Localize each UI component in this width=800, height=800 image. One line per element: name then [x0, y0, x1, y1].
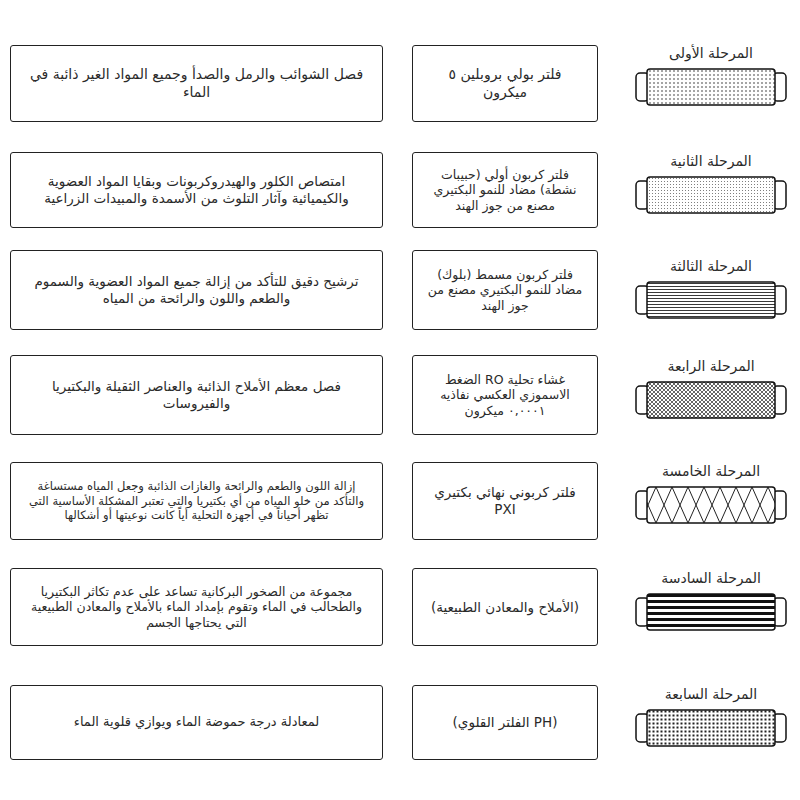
stage-label: المرحلة الثالثة	[670, 258, 752, 274]
description-box: إزالة اللون والطعم والرائحة والغازات الذ…	[10, 462, 383, 540]
stage-label: المرحلة الخامسة	[662, 463, 760, 479]
filter-description: امتصاص الكلور والهيدروكربونات وبقايا الم…	[23, 173, 370, 207]
filter-name: (الأملاح والمعادن الطبيعية)	[431, 599, 579, 616]
filter-description: ترشيح دقيق للتأكد من إزالة جميع المواد ا…	[23, 273, 370, 307]
filter-description: فصل معظم الأملاح الذائبة والعناصر الثقيل…	[23, 378, 370, 412]
filter-name: فلتر كربون مسمط (بلوك) مضاد للنمو البكتي…	[425, 267, 585, 314]
description-box: فصل الشوائب والرمل والصدأ وجميع المواد ا…	[10, 45, 383, 122]
filter-name-box: فلتر بولي بروبلين ٥ ميكرون	[412, 45, 598, 122]
description-box: لمعادلة درجة حموضة الماء ويوازي قلوية ال…	[10, 685, 383, 760]
stage-label: المرحلة السابعة	[665, 686, 757, 702]
stage-label: المرحلة السادسة	[661, 570, 761, 586]
description-box: مجموعة من الصخور البركانية تساعد على عدم…	[10, 568, 383, 646]
filter-name-box: فلتر كربون مسمط (بلوك) مضاد للنمو البكتي…	[412, 250, 598, 330]
filter-name-box: (PH الفلتر القلوي)	[412, 685, 598, 760]
description-box: فصل معظم الأملاح الذائبة والعناصر الثقيل…	[10, 355, 383, 435]
filter-name: فلتر كربوني نهائي بكتيري PXI	[425, 484, 585, 518]
filter-name: فلتر كربون أولي (حبيبات نشطة) مضاد للنمو…	[425, 167, 585, 214]
stage-label: المرحلة الأولى	[669, 45, 753, 61]
filter-name-box: فلتر كربوني نهائي بكتيري PXI	[412, 462, 598, 540]
description-box: ترشيح دقيق للتأكد من إزالة جميع المواد ا…	[10, 250, 383, 330]
filter-name: غشاء تحلية RO الضغط الاسموزي العكسي نفاذ…	[425, 372, 585, 419]
filter-description: لمعادلة درجة حموضة الماء ويوازي قلوية ال…	[74, 714, 319, 730]
filter-description: إزالة اللون والطعم والرائحة والغازات الذ…	[23, 479, 370, 522]
stage-label: المرحلة الثانية	[670, 153, 752, 169]
filter-name-box: فلتر كربون أولي (حبيبات نشطة) مضاد للنمو…	[412, 152, 598, 228]
filter-name-box: (الأملاح والمعادن الطبيعية)	[412, 568, 598, 646]
filter-name-box: غشاء تحلية RO الضغط الاسموزي العكسي نفاذ…	[412, 355, 598, 435]
stage-label: المرحلة الرابعة	[667, 358, 754, 374]
filter-name: (PH الفلتر القلوي)	[453, 714, 558, 731]
filter-description: مجموعة من الصخور البركانية تساعد على عدم…	[23, 584, 370, 631]
filter-name: فلتر بولي بروبلين ٥ ميكرون	[425, 66, 585, 101]
description-box: امتصاص الكلور والهيدروكربونات وبقايا الم…	[10, 152, 383, 228]
filter-description: فصل الشوائب والرمل والصدأ وجميع المواد ا…	[23, 66, 370, 101]
